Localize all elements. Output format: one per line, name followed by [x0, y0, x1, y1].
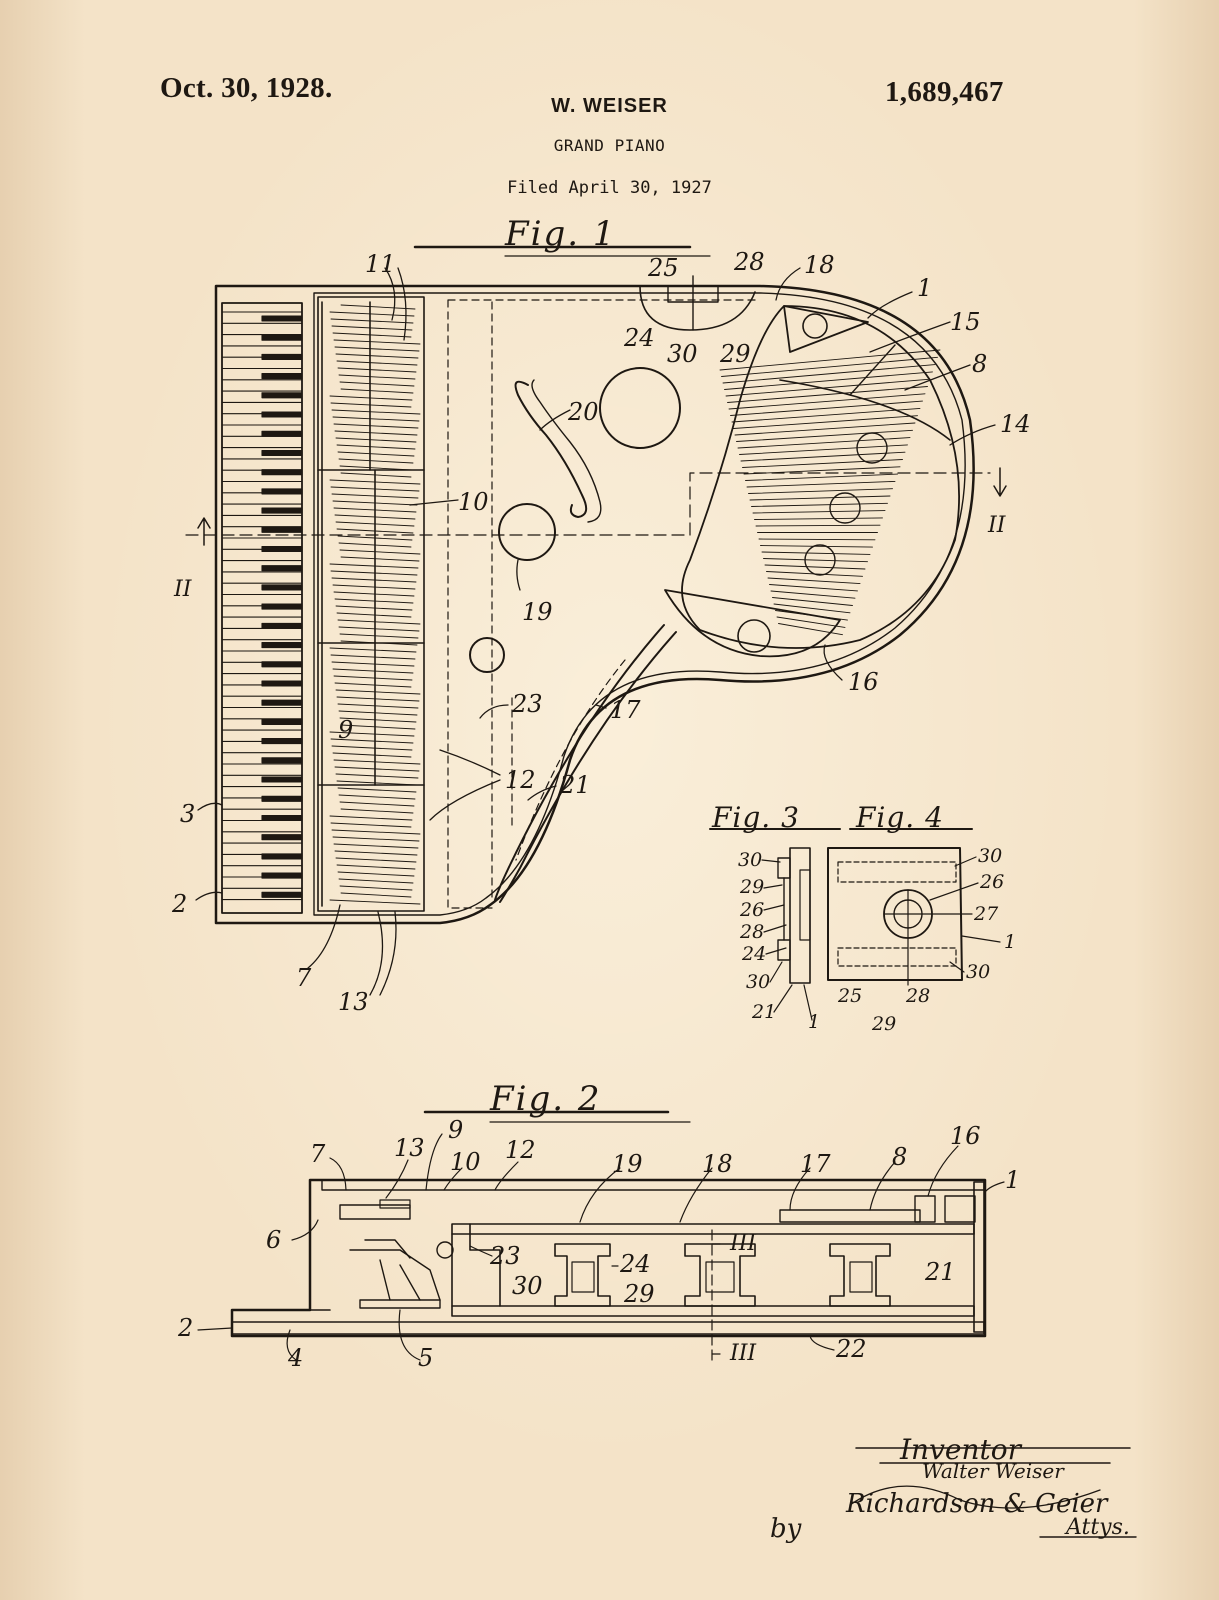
fig2-ref-18: 18 — [702, 1150, 733, 1178]
inventor-label: Inventor — [899, 1433, 1023, 1466]
fig2-ref-19: 19 — [612, 1150, 643, 1178]
fig3-ref-29: 29 — [739, 876, 764, 898]
ref-12: 12 — [505, 766, 536, 794]
fig2-ref-21: 21 — [924, 1258, 956, 1286]
ref-23: 23 — [511, 690, 543, 718]
section-mark-II-left: II — [173, 577, 193, 602]
patent-number: 1,689,467 — [885, 76, 1004, 108]
fig3-ref-25: 25 — [837, 985, 862, 1007]
ref-2: 2 — [171, 890, 187, 918]
fig2-ref-23: 23 — [489, 1242, 521, 1270]
fig3-ref-24: 24 — [741, 943, 766, 965]
fig2-ref-2: 2 — [177, 1314, 193, 1342]
ref-18: 18 — [804, 251, 835, 279]
figure-1: Fig. 1 — [171, 214, 1031, 1016]
ref-28: 28 — [733, 248, 765, 276]
piano-case-outline — [214, 284, 975, 925]
ref-17: 17 — [610, 696, 641, 724]
fig2-ref-30: 30 — [512, 1272, 543, 1300]
ref-14: 14 — [1000, 410, 1031, 438]
fig2-reference-numerals: 7 13 9 10 12 19 18 17 8 16 1 6 23 24 30 … — [177, 1116, 1020, 1372]
fig3-ref-28: 28 — [739, 921, 764, 943]
fig1-reference-numerals: 11 25 28 18 1 15 8 14 20 10 II 19 9 23 1… — [171, 248, 1031, 1016]
ref-1: 1 — [917, 274, 932, 302]
ref-13: 13 — [338, 988, 369, 1016]
fig2-ref-16: 16 — [950, 1122, 981, 1150]
fig2-ref-9: 9 — [448, 1116, 463, 1144]
fig3-ref-30a: 30 — [738, 849, 762, 871]
fig3-ref-30b: 30 — [746, 971, 770, 993]
fig2-ref-12: 12 — [505, 1136, 536, 1164]
ref-21: 21 — [559, 771, 591, 799]
patent-title: GRAND PIANO — [553, 136, 666, 155]
fig2-ref-24: 24 — [619, 1250, 651, 1278]
filed-date: Filed April 30, 1927 — [507, 178, 712, 198]
ref-9: 9 — [338, 716, 353, 744]
figure-4: Fig. 4 30 26 27 1 30 28 — [827, 801, 1016, 1007]
fig2-ref-8: 8 — [892, 1143, 907, 1171]
fig2-ref-29: 29 — [623, 1280, 655, 1308]
ref-16: 16 — [848, 668, 879, 696]
fig2-ref-10: 10 — [450, 1148, 481, 1176]
ref-8: 8 — [972, 350, 987, 378]
figure-3: Fig. 3 30 29 26 28 24 30 21 1 25 29 — [709, 801, 896, 1035]
inventor-name: Walter Weiser — [922, 1459, 1065, 1483]
ref-29: 29 — [719, 340, 751, 368]
ref-24: 24 — [623, 324, 655, 352]
fig2-ref-7: 7 — [310, 1140, 326, 1168]
inventor-header: W. WEISER — [551, 95, 668, 117]
ref-11: 11 — [365, 250, 396, 278]
attys-label: Attys. — [1064, 1515, 1130, 1540]
section-mark-III-bottom: III — [729, 1341, 757, 1366]
by-label: by — [770, 1514, 802, 1544]
section-mark-II-right: II — [987, 513, 1007, 538]
fig4-ref-30b: 30 — [966, 961, 990, 983]
ref-7: 7 — [296, 964, 312, 992]
keyboard — [221, 302, 303, 914]
ref-10: 10 — [458, 488, 489, 516]
fig2-ref-13: 13 — [394, 1134, 425, 1162]
section-mark-III-top: III — [729, 1231, 757, 1256]
ref-25: 25 — [647, 254, 679, 282]
figure-2: Fig. 2 — [177, 1079, 1020, 1372]
ref-3: 3 — [180, 800, 195, 828]
fig4-reference-numerals: 30 26 27 1 30 28 — [905, 845, 1016, 1007]
ref-30: 30 — [667, 340, 698, 368]
action-compartments — [317, 296, 425, 912]
fig2-ref-6: 6 — [266, 1226, 281, 1254]
fig2-ref-22: 22 — [835, 1335, 867, 1363]
ref-20: 20 — [567, 398, 599, 426]
fig4-ref-26: 26 — [979, 871, 1004, 893]
ref-15: 15 — [950, 308, 981, 336]
signature-block: Inventor Walter Weiser Richardson & Geie… — [770, 1433, 1137, 1544]
fig4-ref-1: 1 — [1004, 931, 1016, 953]
fig2-ref-1: 1 — [1005, 1166, 1020, 1194]
fig3-ref-26: 26 — [739, 899, 764, 921]
fig2-ref-4: 4 — [287, 1344, 303, 1372]
patent-date: Oct. 30, 1928. — [160, 72, 333, 104]
fig3-reference-numerals: 30 29 26 28 24 30 21 1 25 29 — [738, 849, 896, 1035]
fig4-ref-30a: 30 — [978, 845, 1002, 867]
fig4-ref-28: 28 — [905, 985, 930, 1007]
ref-19: 19 — [522, 598, 553, 626]
fig2-ref-5: 5 — [418, 1344, 433, 1372]
fig4-ref-27: 27 — [973, 903, 999, 925]
fig3-ref-1: 1 — [808, 1011, 820, 1033]
fig3-ref-29b: 29 — [871, 1013, 896, 1035]
fig3-ref-21: 21 — [751, 1001, 776, 1023]
